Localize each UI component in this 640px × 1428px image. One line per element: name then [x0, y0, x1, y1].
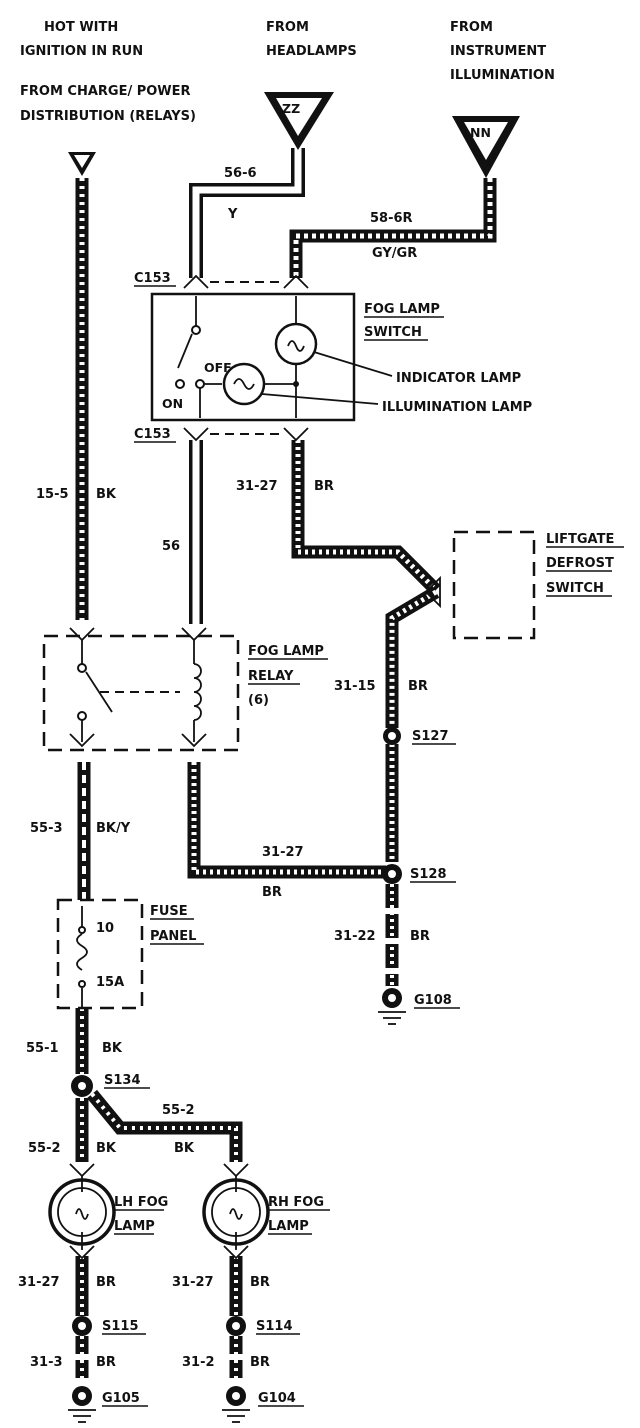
ground-g108-label: G108 — [414, 993, 452, 1008]
source-charge-triangle — [68, 152, 96, 176]
splice-s128 — [382, 864, 402, 884]
wire-55-2-lh-color: BK — [96, 1141, 117, 1156]
splice-s134-label: S134 — [104, 1073, 141, 1088]
wire-31-27-lh-circuit: 31-27 — [18, 1275, 60, 1290]
wire-31-27-switch-color: BR — [314, 479, 334, 494]
lh-fog-lamp — [48, 1163, 116, 1260]
instrument-nn-glyph: NN — [470, 125, 491, 140]
wire-58-6r-color: GY/GR — [372, 246, 417, 261]
wire-15-5-color: BK — [96, 487, 117, 502]
splice-s115 — [72, 1316, 92, 1336]
wire-55-3-circuit: 55-3 — [30, 821, 63, 836]
splice-s127 — [383, 727, 401, 745]
source-headlamps-triangle: ZZ — [264, 92, 334, 150]
source-instrument-line1: FROM — [450, 20, 493, 35]
wire-15-5-circuit: 15-5 — [36, 487, 69, 502]
fuse-number: 10 — [96, 921, 114, 936]
switch-off-label: OFF — [204, 360, 232, 375]
ground-g105-label: G105 — [102, 1391, 140, 1406]
source-instrument-triangle: NN — [452, 116, 520, 178]
rh-lamp-title-line2: LAMP — [268, 1219, 309, 1234]
headlamps-zz-glyph: ZZ — [282, 101, 300, 116]
fog-switch-title-line1: FOG LAMP — [364, 302, 440, 317]
source-instrument-line2: INSTRUMENT — [450, 44, 546, 59]
wire-31-2-color: BR — [250, 1355, 270, 1370]
splice-s128-label: S128 — [410, 867, 447, 882]
source-headlamps-line2: HEADLAMPS — [266, 44, 357, 59]
wire-31-27-switch-circuit: 31-27 — [236, 479, 278, 494]
wires — [75, 148, 497, 1384]
wire-55-2-lh-circuit: 55-2 — [28, 1141, 61, 1156]
connector-c153-bottom-label: C153 — [134, 427, 171, 442]
relay-title-line3: (6) — [248, 693, 269, 708]
fuse-title-line2: PANEL — [150, 929, 196, 944]
connector-c153-top — [183, 274, 309, 289]
fuse-panel: 10 15A — [56, 898, 144, 1010]
rh-lamp-title-line1: RH FOG — [268, 1195, 324, 1210]
illumination-lamp-label: ILLUMINATION LAMP — [382, 400, 532, 415]
liftgate-title-line2: DEFROST — [546, 556, 614, 571]
labels: HOT WITH IGNITION IN RUN FROM CHARGE/ PO… — [18, 20, 624, 1407]
lh-lamp-title-line1: LH FOG — [114, 1195, 168, 1210]
wire-56-color: 56 — [162, 539, 180, 554]
wire-31-15-color: BR — [408, 679, 428, 694]
wire-31-27-relay-circuit: 31-27 — [262, 845, 304, 860]
fog-switch-title-line2: SWITCH — [364, 325, 422, 340]
liftgate-title-line3: SWITCH — [546, 581, 604, 596]
wire-31-27-rh-color: BR — [250, 1275, 270, 1290]
wire-31-2-circuit: 31-2 — [182, 1355, 215, 1370]
source-charge-line2: DISTRIBUTION (RELAYS) — [20, 109, 196, 124]
source-ignition-line1: HOT WITH — [44, 20, 118, 35]
rh-fog-lamp — [202, 1163, 270, 1260]
wire-31-3-circuit: 31-3 — [30, 1355, 63, 1370]
source-charge-line1: FROM CHARGE/ POWER — [20, 84, 191, 99]
ground-g104 — [222, 1386, 250, 1423]
fuse-title-line1: FUSE — [150, 904, 188, 919]
wire-31-3-color: BR — [96, 1355, 116, 1370]
wire-31-15-circuit: 31-15 — [334, 679, 376, 694]
source-ignition-line2: IGNITION IN RUN — [20, 44, 143, 59]
wire-31-22-circuit: 31-22 — [334, 929, 376, 944]
wire-31-27-relay-color: BR — [262, 885, 282, 900]
wire-31-27-rh-circuit: 31-27 — [172, 1275, 214, 1290]
connector-c153-top-label: C153 — [134, 271, 171, 286]
splice-s115-label: S115 — [102, 1319, 139, 1334]
fuse-rating: 15A — [96, 975, 124, 990]
fog-lamp-switch: OFF ON — [150, 292, 393, 422]
source-headlamps-line1: FROM — [266, 20, 309, 35]
source-instrument-line3: ILLUMINATION — [450, 68, 555, 83]
liftgate-title-line1: LIFTGATE — [546, 532, 614, 547]
connector-c153-bottom — [183, 427, 309, 442]
relay-coil — [193, 663, 202, 721]
ground-g108 — [378, 988, 406, 1025]
wire-58-6r — [289, 178, 497, 278]
wire-31-27-lh-color: BR — [96, 1275, 116, 1290]
fuse-element — [76, 933, 88, 971]
wire-31-22-color: BR — [410, 929, 430, 944]
relay-title-line2: RELAY — [248, 669, 294, 684]
ground-g104-label: G104 — [258, 1391, 296, 1406]
wire-55-1-color: BK — [102, 1041, 123, 1056]
indicator-lamp-label: INDICATOR LAMP — [396, 371, 521, 386]
splice-s114 — [226, 1316, 246, 1336]
liftgate-defrost-switch — [424, 530, 536, 640]
fog-lamp-relay — [42, 627, 240, 752]
switch-on-label: ON — [162, 396, 183, 411]
relay-title-line1: FOG LAMP — [248, 644, 324, 659]
wire-55-1-circuit: 55-1 — [26, 1041, 59, 1056]
wire-55-2-rh-circuit: 55-2 — [162, 1103, 195, 1118]
wire-31-27-switch — [291, 440, 441, 595]
splice-s114-label: S114 — [256, 1319, 293, 1334]
wire-56-6-circuit: 56-6 — [224, 166, 257, 181]
splice-s127-label: S127 — [412, 729, 449, 744]
wire-55-3-color: BK/Y — [96, 821, 131, 836]
splice-s134 — [71, 1075, 93, 1097]
wire-55-2-rh-color: BK — [174, 1141, 195, 1156]
wire-58-6r-circuit: 58-6R — [370, 211, 413, 226]
ground-g105 — [68, 1386, 96, 1423]
wire-56-6-color: Y — [227, 207, 238, 222]
lh-lamp-title-line2: LAMP — [114, 1219, 155, 1234]
